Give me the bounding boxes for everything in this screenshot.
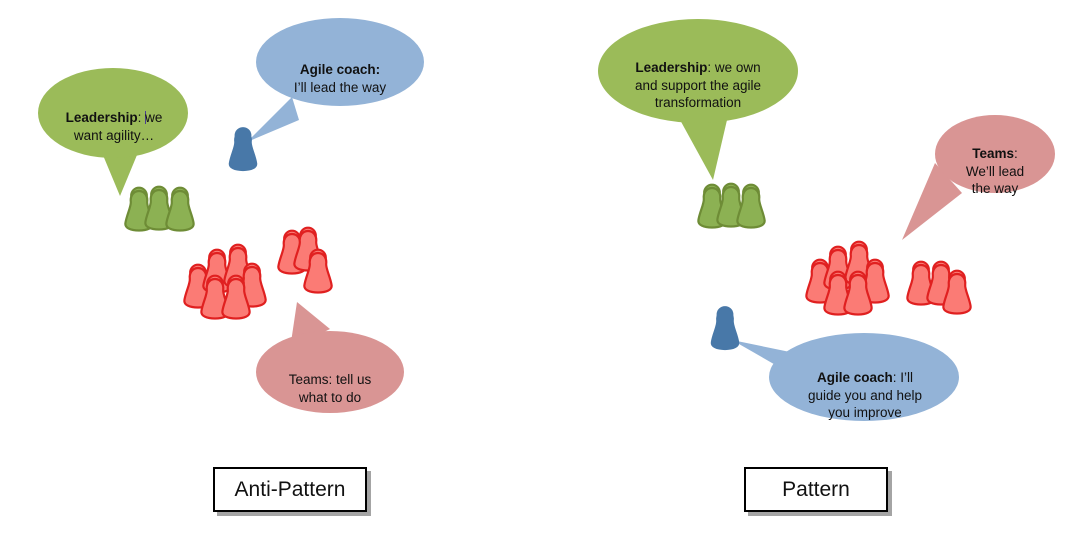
caption-box-pattern: Pattern (744, 467, 888, 512)
caption-box-anti-pattern: Anti-Pattern (213, 467, 367, 512)
caption-label: Pattern (782, 477, 850, 501)
bubble-leadership-anti (38, 68, 188, 196)
bubble-leadership-pattern (598, 19, 798, 180)
bubble-coach-pattern (732, 333, 959, 421)
bubble-teams-anti (256, 302, 404, 413)
figures-leadership-pattern (697, 182, 766, 229)
figures-teams-group-pattern (906, 260, 972, 315)
figures-teams-group-anti (277, 226, 333, 294)
figure-coach-anti (228, 127, 258, 172)
figures-teams-crowd-pattern (805, 240, 890, 316)
bubble-teams-pattern (902, 115, 1055, 240)
caption-label: Anti-Pattern (234, 477, 346, 501)
figure-coach-pattern (710, 306, 740, 351)
figures-teams-crowd-anti (183, 243, 267, 320)
figures-leadership-anti (124, 185, 195, 232)
bubble-coach-anti (247, 18, 424, 142)
